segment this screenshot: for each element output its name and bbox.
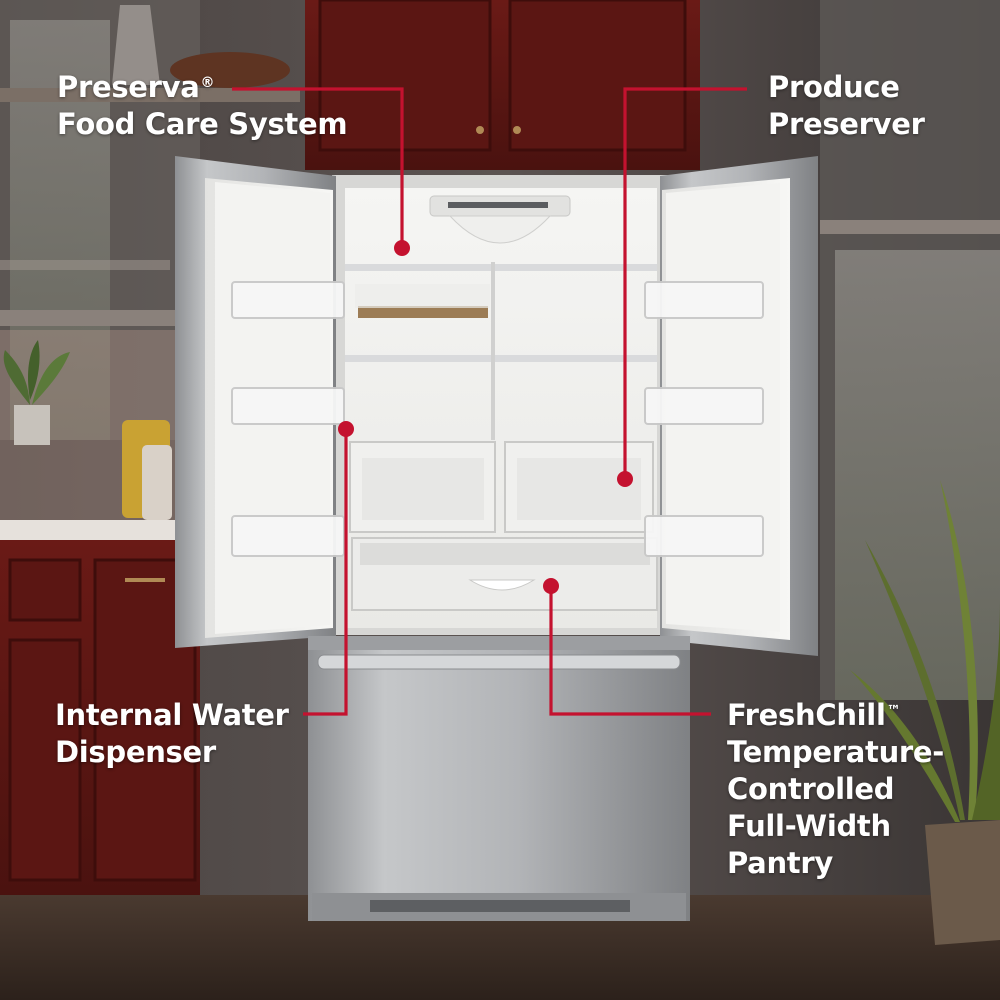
callout-freshchill-line1: FreshChill™ bbox=[727, 698, 901, 732]
callout-produce-line2: Preserver bbox=[768, 107, 925, 141]
trademark-mark: ™ bbox=[886, 703, 901, 719]
registered-mark: ® bbox=[200, 75, 215, 91]
callout-freshchill-line2: Temperature- bbox=[727, 735, 945, 769]
water-leader-line bbox=[303, 429, 348, 716]
callout-freshchill-line4: Full-Width bbox=[727, 809, 891, 843]
preserva-dot bbox=[394, 240, 410, 256]
freshchill-leader-line bbox=[549, 586, 711, 716]
water-dot bbox=[338, 421, 354, 437]
callout-water: Internal Water Dispenser bbox=[55, 697, 289, 771]
callout-produce: Produce Preserver bbox=[768, 69, 925, 143]
callout-preserva-line2: Food Care System bbox=[57, 107, 348, 141]
callout-freshchill-line5: Pantry bbox=[727, 846, 833, 880]
callout-produce-line1: Produce bbox=[768, 70, 900, 104]
callout-water-line1: Internal Water bbox=[55, 698, 289, 732]
produce-dot bbox=[617, 471, 633, 487]
callout-freshchill-line3: Controlled bbox=[727, 772, 895, 806]
callout-freshchill: FreshChill™ Temperature- Controlled Full… bbox=[727, 697, 944, 882]
callout-preserva-line1: Preserva® bbox=[57, 70, 215, 104]
preserva-leader-line bbox=[232, 87, 404, 248]
callout-water-line2: Dispenser bbox=[55, 735, 216, 769]
produce-leader-line bbox=[623, 87, 747, 479]
callout-preserva: Preserva® Food Care System bbox=[57, 69, 348, 143]
freshchill-dot bbox=[543, 578, 559, 594]
